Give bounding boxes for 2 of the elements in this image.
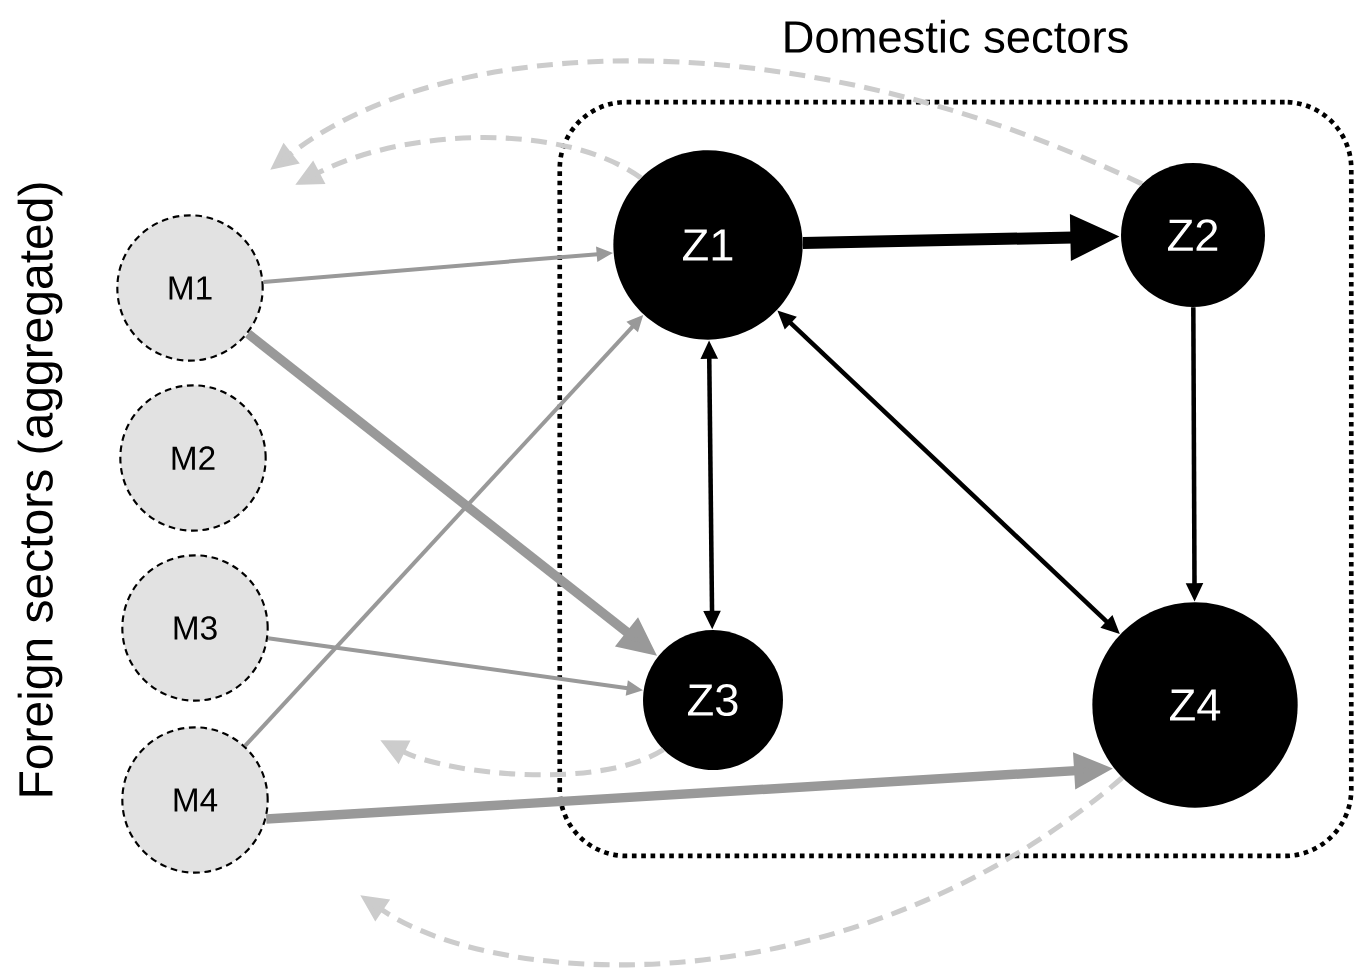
axis-label: Foreign sectors (aggregated): [17, 183, 63, 796]
group-title: Domestic sectors: [785, 19, 1128, 53]
